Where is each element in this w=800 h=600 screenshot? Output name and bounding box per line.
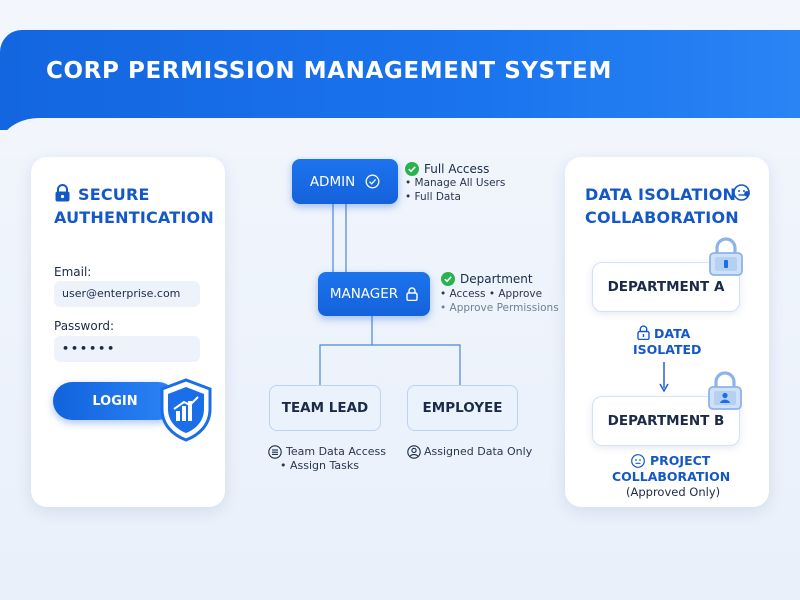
team-lead-node[interactable]: TEAM LEAD bbox=[269, 385, 381, 431]
employee-perm-item: Assigned Data Only bbox=[424, 445, 533, 458]
auth-title-line2: AUTHENTICATION bbox=[54, 208, 214, 227]
lock-icon bbox=[637, 325, 650, 344]
lock-icon bbox=[54, 184, 71, 206]
header-banner bbox=[0, 30, 800, 130]
manager-perm-title: Department bbox=[460, 272, 533, 286]
user-padlock-icon bbox=[706, 371, 744, 415]
authentication-panel bbox=[31, 157, 225, 507]
down-arrow-icon bbox=[659, 362, 669, 393]
collaboration-icon bbox=[631, 453, 645, 472]
isolated-label-line1: DATA bbox=[654, 326, 691, 341]
admin-node[interactable]: ADMIN bbox=[292, 159, 398, 204]
email-label: Email: bbox=[54, 265, 92, 279]
padlock-icon bbox=[707, 237, 745, 281]
department-b-card[interactable]: DEPARTMENT B bbox=[592, 396, 740, 446]
password-field[interactable]: •••••• bbox=[54, 336, 200, 362]
manager-node[interactable]: MANAGER bbox=[318, 272, 430, 316]
password-label: Password: bbox=[54, 319, 115, 333]
manager-label: MANAGER bbox=[329, 286, 399, 302]
green-check-icon bbox=[405, 161, 419, 180]
smiley-icon bbox=[733, 184, 750, 205]
lock-icon bbox=[406, 287, 418, 301]
isolated-label-line2: ISOLATED bbox=[633, 342, 702, 357]
team-lead-perm-item: Team Data Access bbox=[286, 445, 386, 458]
email-field[interactable]: user@enterprise.com bbox=[54, 281, 200, 307]
header-curve bbox=[0, 118, 800, 158]
shield-chart-icon bbox=[158, 377, 214, 447]
isolation-panel bbox=[565, 157, 769, 507]
collaboration-note: (Approved Only) bbox=[626, 485, 721, 499]
admin-perm-item: • Full Data bbox=[405, 191, 461, 203]
isolation-title-line1: DATA ISOLATION • bbox=[585, 185, 753, 204]
admin-perm-title: Full Access bbox=[424, 162, 490, 176]
auth-title-line1: SECURE bbox=[78, 185, 150, 204]
user-icon bbox=[407, 444, 421, 463]
team-lead-perm-item: • Assign Tasks bbox=[280, 459, 359, 472]
collaboration-label-line2: COLLABORATION bbox=[612, 469, 731, 484]
page-title: CORP PERMISSION MANAGEMENT SYSTEM bbox=[46, 58, 612, 84]
check-circle-icon bbox=[365, 174, 380, 189]
admin-label: ADMIN bbox=[309, 173, 356, 190]
green-check-icon bbox=[441, 271, 455, 290]
employee-node[interactable]: EMPLOYEE bbox=[407, 385, 518, 431]
login-button[interactable]: LOGIN bbox=[53, 382, 177, 420]
isolation-title-line2: COLLABORATION bbox=[585, 208, 739, 227]
manager-perm-item: • Access • Approve bbox=[440, 288, 543, 300]
list-icon bbox=[268, 444, 282, 463]
manager-perm-item: • Approve Permissions bbox=[440, 302, 559, 314]
collaboration-label-line1: PROJECT bbox=[650, 453, 711, 468]
admin-perm-item: • Manage All Users bbox=[405, 177, 506, 189]
